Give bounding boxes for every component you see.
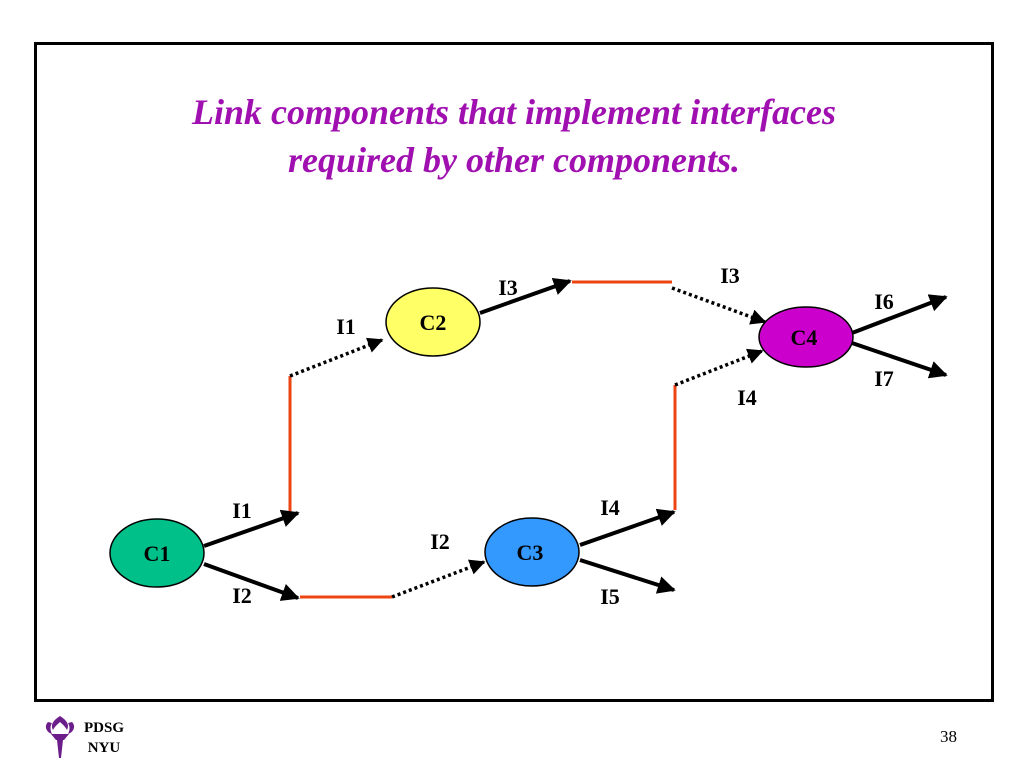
provided-i4-arrow xyxy=(579,508,676,547)
label-c4-i4: I4 xyxy=(737,385,757,410)
component-c4-label: C4 xyxy=(791,325,818,350)
page-number: 38 xyxy=(940,727,957,746)
component-c3-shape xyxy=(484,517,580,587)
label-c2-i3: I3 xyxy=(498,275,518,300)
required-i4-arrow xyxy=(674,348,764,387)
component-c3: C3 xyxy=(484,517,580,587)
label-c3-i5: I5 xyxy=(600,584,620,609)
component-c2-shape xyxy=(385,287,481,357)
provided-i3-arrow xyxy=(479,277,572,315)
label-c1-i1: I1 xyxy=(232,498,252,523)
label-c3-i2: I2 xyxy=(430,529,450,554)
title-line-1: Link components that implement interface… xyxy=(191,92,836,132)
slide-title: Link components that implement interface… xyxy=(34,88,994,184)
required-i1-arrow xyxy=(289,337,384,378)
component-c3-label: C3 xyxy=(517,540,544,565)
label-c3-i4: I4 xyxy=(600,495,620,520)
component-c2-label: C2 xyxy=(420,310,447,335)
provided-i1-arrow xyxy=(203,509,300,548)
label-c4-i3: I3 xyxy=(720,263,740,288)
component-c1-shape xyxy=(109,518,205,588)
title-line-2: required by other components. xyxy=(287,140,740,180)
provided-i6-arrow xyxy=(851,294,948,335)
label-c4-i6: I6 xyxy=(874,289,894,314)
label-c1-i2: I2 xyxy=(232,583,252,608)
provided-i5-arrow xyxy=(579,558,676,594)
footer-org-line-1: PDSG xyxy=(84,720,125,736)
label-c4-i7: I7 xyxy=(874,366,894,391)
footer-organization: PDSG NYU xyxy=(84,718,124,758)
required-i2-arrow xyxy=(391,559,486,599)
component-c4: C4 xyxy=(758,306,854,368)
component-c2: C2 xyxy=(385,287,481,357)
footer-org-line-2: NYU xyxy=(87,740,121,756)
provided-i7-arrow xyxy=(851,341,948,379)
component-c1: C1 xyxy=(109,518,205,588)
label-c2-i1: I1 xyxy=(336,314,356,339)
component-c1-label: C1 xyxy=(144,541,171,566)
component-c4-shape xyxy=(758,306,854,368)
provided-i2-arrow xyxy=(203,562,300,601)
slide-frame xyxy=(34,42,994,702)
required-i3-arrow xyxy=(671,286,767,325)
nyu-torch-icon xyxy=(45,716,75,758)
